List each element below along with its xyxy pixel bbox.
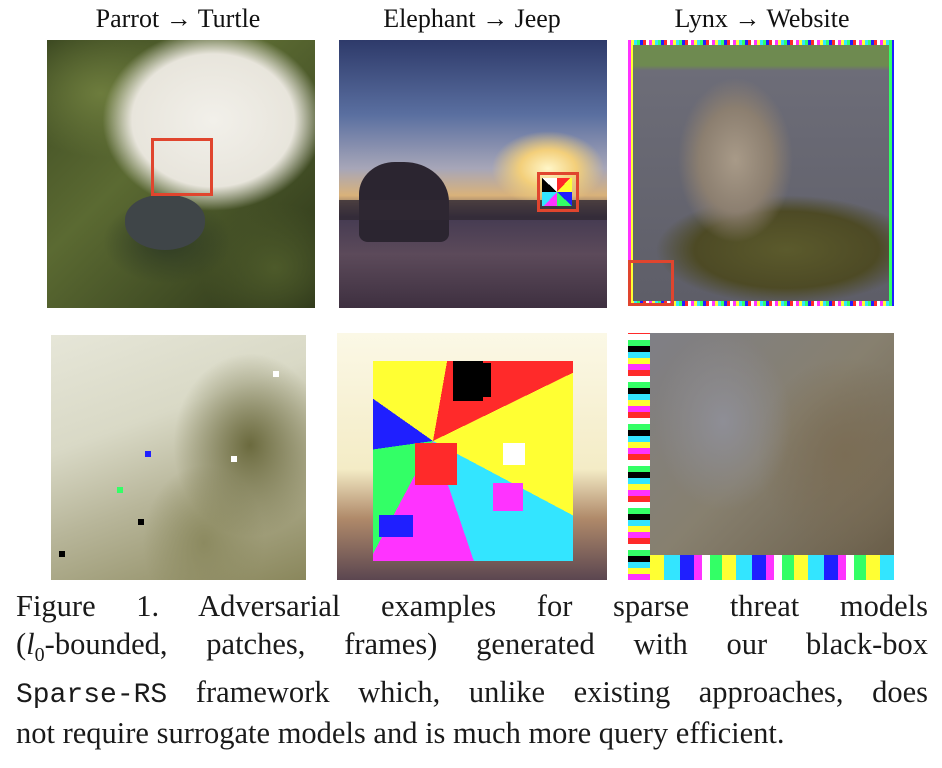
elephant-image — [339, 40, 607, 308]
l0-symbol: l — [26, 626, 35, 661]
caption-line-1: Figure 1. Adversarial examples for spars… — [16, 589, 928, 623]
parrot-image — [47, 40, 315, 308]
caption-line-2: (l0-bounded, patches, frames) generated … — [16, 626, 928, 666]
parrot-beak — [125, 195, 205, 250]
perturbed-pixel — [117, 487, 123, 493]
column-title-elephant: Elephant → Jeep — [383, 4, 561, 33]
perturbed-pixel — [231, 456, 237, 462]
tree-line — [339, 200, 607, 220]
lynx-image — [628, 40, 894, 306]
frame-bottom-border — [650, 555, 894, 580]
figure-caption: Figure 1. Adversarial examples for spars… — [16, 588, 928, 752]
perturbation-region-box — [628, 260, 674, 306]
caption-line-4: not require surrogate models and is much… — [16, 715, 785, 750]
parrot-zoom — [51, 335, 306, 580]
elephant-patch-zoom — [337, 333, 607, 580]
perturbation-region-box — [537, 172, 579, 212]
patch-block-black — [457, 363, 491, 397]
column-title-lynx: Lynx → Website — [674, 4, 850, 33]
perturbed-pixel — [145, 451, 151, 457]
perturbed-pixel — [59, 551, 65, 557]
perturbed-pixel — [138, 519, 144, 525]
method-name: Sparse-RS — [16, 680, 168, 712]
patch-block-red — [415, 443, 457, 485]
perturbed-pixel — [273, 371, 279, 377]
column-title-parrot: Parrot → Turtle — [95, 4, 261, 33]
figure-label: Figure 1. — [16, 589, 160, 623]
patch-block-cyan — [527, 513, 557, 537]
lynx-frame-zoom — [628, 333, 894, 580]
lynx-scene — [633, 45, 889, 301]
patch-block-blue — [379, 515, 413, 537]
adversarial-patch-small — [542, 178, 572, 206]
patch-block-white — [503, 443, 525, 465]
lynx-zoom-content — [650, 333, 894, 555]
caption-line-3: Sparse-RS framework which, unlike existi… — [16, 675, 928, 712]
perturbation-region-box — [151, 138, 213, 196]
patch-block-magenta — [493, 483, 523, 511]
